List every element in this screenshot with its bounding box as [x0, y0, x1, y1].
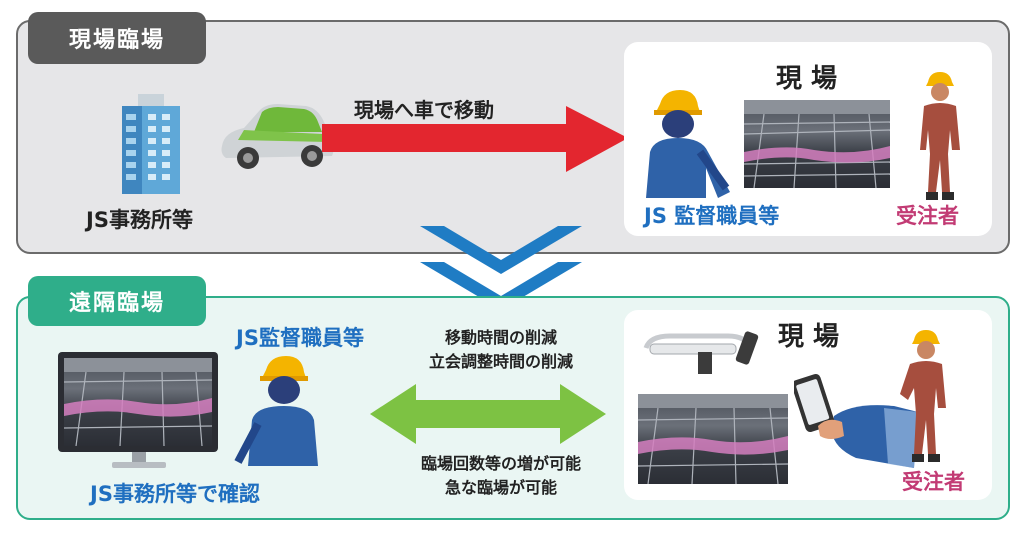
remote-office-label: JS事務所等で確認: [90, 482, 260, 506]
contractor-figure-icon: [920, 72, 960, 200]
remote-contractor-figure-icon: [900, 330, 946, 462]
two-way-arrow: [370, 384, 606, 444]
remote-site-photo: [638, 394, 788, 484]
remote-contractor-label: 受注者: [902, 470, 965, 494]
transition-chevron-icon: [420, 226, 582, 310]
travel-arrow: [322, 106, 628, 172]
travel-label: 現場へ車で移動: [354, 98, 494, 122]
benefit-travel-time: 移動時間の削減: [444, 328, 557, 347]
benefit-coordination-time: 立会調整時間の削減: [428, 352, 573, 371]
remote-staff-figure-icon: [234, 356, 318, 466]
car-icon: [221, 104, 334, 169]
smart-glasses-icon: [643, 331, 759, 374]
office-label: JS事務所等: [86, 208, 193, 232]
benefit-more-visits: 臨場回数等の増が可能: [420, 454, 581, 473]
benefits-lower: 臨場回数等の増が可能 急な臨場が可能: [394, 452, 608, 500]
onsite-tab: 現場臨場: [28, 12, 206, 64]
staff-figure-icon: [646, 90, 730, 198]
benefit-urgent-visits: 急な臨場が可能: [444, 478, 557, 497]
onsite-contractor-label: 受注者: [896, 204, 959, 228]
onsite-site-photo: [744, 100, 890, 188]
remote-tab: 遠隔臨場: [28, 276, 206, 326]
onsite-staff-label: JS 監督職員等: [644, 204, 780, 228]
monitor-stand-icon: [112, 452, 166, 468]
smartphone-hand-icon: [794, 373, 918, 468]
monitor-icon: [58, 352, 218, 452]
benefits-upper: 移動時間の削減 立会調整時間の削減: [412, 326, 590, 374]
remote-site-title: 現 場: [778, 322, 840, 352]
office-building-icon: [122, 94, 180, 194]
remote-staff-label: JS監督職員等: [236, 326, 364, 350]
onsite-site-title: 現 場: [776, 64, 838, 94]
